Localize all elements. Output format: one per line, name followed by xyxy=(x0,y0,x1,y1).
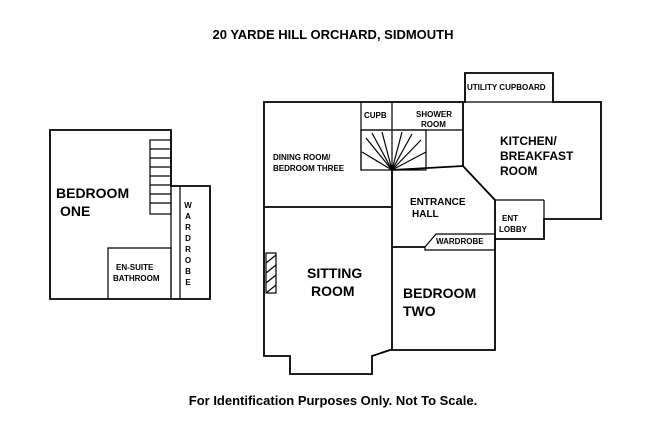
bedroom-one-label-1: BEDROOM xyxy=(56,185,129,201)
wardrobe-letter: A xyxy=(185,212,191,221)
kitchen-label-3: ROOM xyxy=(500,164,537,178)
entrance-hall-wall xyxy=(391,165,496,239)
fireplace xyxy=(265,252,277,294)
bedroom-two-label-1: BEDROOM xyxy=(403,285,476,301)
sitting-room-label-1: SITTING xyxy=(307,265,362,281)
entrance-hall-label-2: HALL xyxy=(412,209,439,220)
kitchen-label-1: KITCHEN/ xyxy=(500,134,557,148)
wardrobe-letter: R xyxy=(185,245,191,254)
plan-title: 20 YARDE HILL ORCHARD, SIDMOUTH xyxy=(212,27,453,42)
wardrobe-label: WARDROBE xyxy=(436,237,484,246)
ground-floor: UTILITY CUPBOARD CUPB SHOWER ROOM KITCHE… xyxy=(263,72,602,375)
staircase-ground-floor xyxy=(360,129,427,207)
first-floor-outline xyxy=(49,129,211,300)
wardrobe-box xyxy=(424,233,496,251)
en-suite-label-2: BATHROOM xyxy=(113,274,160,283)
first-floor: BEDROOM ONE EN-SUITE BATHROOM W A R D R … xyxy=(49,129,211,300)
bedroom-one-label-2: ONE xyxy=(60,203,90,219)
wardrobe-vertical-label: W A R D R O B E xyxy=(184,201,192,287)
en-suite-label-1: EN-SUITE xyxy=(116,263,154,272)
ground-floor-outline xyxy=(263,72,602,375)
shower-room-label-1: SHOWER xyxy=(416,110,452,119)
kitchen-label-2: BREAKFAST xyxy=(500,149,574,163)
wardrobe-letter: W xyxy=(184,201,192,210)
sitting-room-label-2: ROOM xyxy=(311,283,355,299)
dining-room-label-1: DINING ROOM/ xyxy=(273,153,331,162)
wardrobe-letter: B xyxy=(185,267,191,276)
shower-room-label-2: ROOM xyxy=(421,120,446,129)
ent-lobby-label-1: ENT xyxy=(502,214,518,223)
disclaimer: For Identification Purposes Only. Not To… xyxy=(189,393,477,408)
ent-lobby-label-2: LOBBY xyxy=(499,225,528,234)
wardrobe-letter: E xyxy=(185,278,191,287)
wardrobe-letter: D xyxy=(185,234,191,243)
utility-cupboard-label: UTILITY CUPBOARD xyxy=(467,83,546,92)
entrance-hall-label-1: ENTRANCE xyxy=(410,197,466,208)
dining-room-label-2: BEDROOM THREE xyxy=(273,164,345,173)
cupboard-label: CUPB xyxy=(364,111,387,120)
bedroom-two-label-2: TWO xyxy=(403,303,436,319)
staircase-first-floor xyxy=(149,139,172,215)
wardrobe-letter: R xyxy=(185,223,191,232)
wardrobe-letter: O xyxy=(185,256,191,265)
